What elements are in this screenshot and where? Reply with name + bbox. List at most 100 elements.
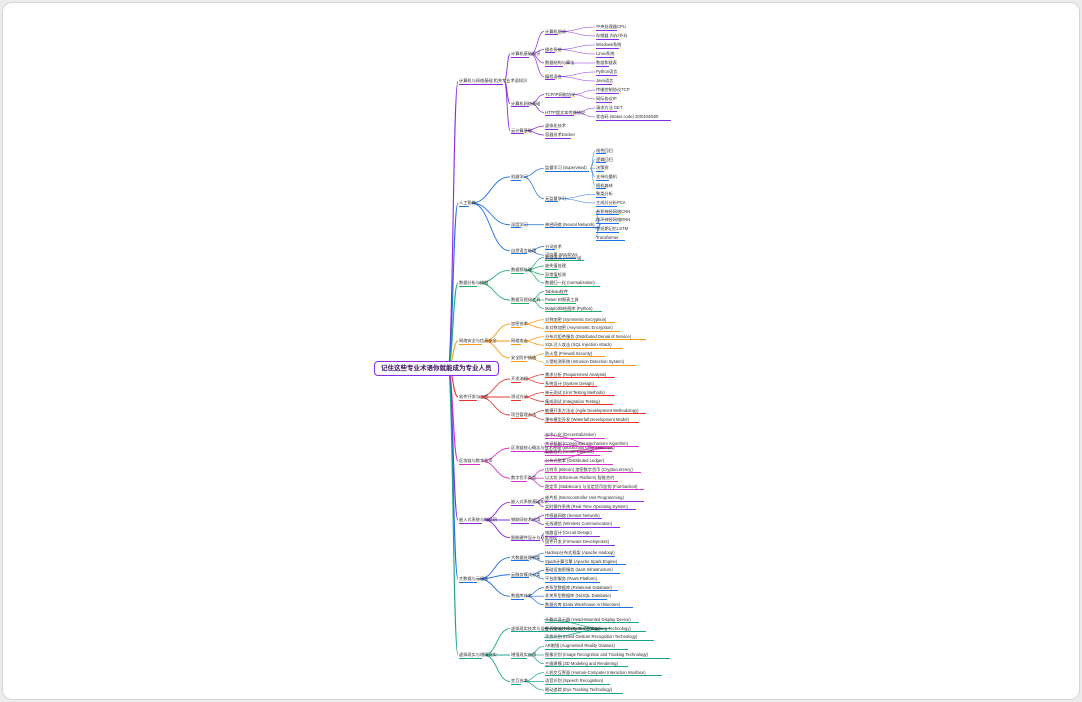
leaf-node[interactable]: 系统设计 (System Design) (545, 380, 594, 386)
leaf-node[interactable]: 缺失值处理 (545, 263, 566, 268)
leaf-node[interactable]: 以太坊 (Ethereum Platform) 智能合约 (545, 475, 615, 481)
leaf-node[interactable]: 逻辑回归 (596, 156, 613, 162)
subtopic-node[interactable]: 云服务模式分类 (511, 571, 541, 577)
leaf-node[interactable]: 虚拟化技术 (545, 123, 566, 128)
branch-topic[interactable]: 数据分析与挖掘 (459, 280, 489, 285)
leaf-node[interactable]: 线性回归 (596, 147, 613, 153)
leaf-node[interactable]: 固件开发 (Firmware Development) (545, 539, 609, 544)
leaf-node[interactable]: 状态码 (status code) 200/404/500 (596, 114, 659, 119)
leaf-node[interactable]: 需求分析 (Requirement Analysis) (545, 371, 607, 377)
subtopic-node[interactable]: 智能硬件设计与开发流程 (511, 534, 558, 540)
leaf-node[interactable]: 数据清洗 (cleaning) (545, 254, 582, 260)
leaf-node[interactable]: 存储器 内存/外存 (596, 33, 628, 38)
branch-topic[interactable]: 软件开发与工程 (459, 394, 489, 399)
leaf-node[interactable]: 头戴式显示器 (Head-Mounted Display Device) (545, 616, 631, 622)
leaf-node[interactable]: 比特币 (Bitcoin) 加密数字货币 (Cryptocurrency) (545, 466, 633, 472)
leaf-node[interactable]: 平台即服务 (PaaS Platform) (545, 576, 597, 581)
branch-topic[interactable]: 区块链与数字货币 (459, 458, 493, 463)
root-topic[interactable]: 记住这些专业术语你就能成为专业人员 (374, 361, 499, 376)
subtopic-node[interactable]: 无监督学习 (545, 195, 566, 201)
subtopic-node[interactable]: 网络攻击 (511, 338, 528, 343)
leaf-node[interactable]: 对称加密 (Symmetric Encryption) (545, 316, 607, 322)
leaf-node[interactable]: 主成分分析PCA (596, 200, 626, 205)
leaf-node[interactable]: Python语言 (596, 69, 618, 74)
subtopic-node[interactable]: 大数据处理框架 (511, 554, 541, 560)
leaf-node[interactable]: 共识机制 (Consensus Mechanism Algorithm) (545, 440, 628, 446)
subtopic-node[interactable]: 机器学习 (511, 173, 528, 179)
leaf-node[interactable]: 数据仓库 (Data Warehouse Architecture) (545, 601, 621, 607)
leaf-node[interactable]: 敏捷开发方法论 (Agile Development Methodology) (545, 407, 639, 413)
leaf-node[interactable]: 随机森林 (596, 182, 613, 188)
leaf-node[interactable]: 单元测试 (Unit Testing Methods) (545, 389, 605, 395)
leaf-node[interactable]: Linux系统 (596, 51, 615, 56)
leaf-node[interactable]: 图像识别 (Image Recognition and Tracking Tec… (545, 652, 649, 657)
branch-topic[interactable]: 虚拟现实与增强现实 (459, 652, 497, 657)
subtopic-node[interactable]: 交互技术 (511, 678, 528, 684)
leaf-node[interactable]: 三维建模 (3D Modeling and Rendering) (545, 660, 618, 666)
subtopic-node[interactable]: 计算机组成 (545, 28, 566, 34)
leaf-node[interactable]: 入侵检测系统 (Intrusion Detection System) (545, 359, 625, 365)
leaf-node[interactable]: SQL注入攻击 (SQL Injection Attack) (545, 342, 612, 348)
leaf-node[interactable]: 非关系型数据库 (NoSQL Database) (545, 593, 611, 599)
subtopic-node[interactable]: TCP/IP网络协议 (545, 91, 576, 97)
leaf-node[interactable]: 传输控制协议TCP (596, 87, 630, 92)
branch-topic[interactable]: 人工智能 (459, 200, 476, 205)
subtopic-node[interactable]: 安全防护措施 (511, 355, 537, 360)
leaf-node[interactable]: 中央处理器CPU (596, 24, 626, 29)
leaf-node[interactable]: Tableau软件 (545, 288, 569, 294)
leaf-node[interactable]: 分词技术 (545, 243, 562, 249)
leaf-node[interactable]: Java语言 (596, 78, 614, 83)
leaf-node[interactable]: Power BI报表工具 (545, 297, 579, 302)
leaf-node[interactable]: 聚类分析 (596, 191, 613, 197)
leaf-node[interactable]: Transformer (596, 234, 619, 240)
subtopic-node[interactable]: 云计算基础 (511, 127, 532, 133)
subtopic-node[interactable]: 区块链核心概念与技术原理 (Blockchain Core Concepts) (511, 445, 615, 451)
subtopic-node[interactable]: 嵌入式系统基础知识 (511, 499, 549, 505)
leaf-node[interactable]: 空间定位技术 (Spatial Positioning Technology) (545, 625, 631, 631)
branch-topic[interactable]: 大数据与云服务 (459, 576, 489, 581)
subtopic-node[interactable]: 物联网技术应用 (511, 517, 541, 522)
leaf-node[interactable]: 卷积神经网络CNN (596, 208, 631, 214)
subtopic-node[interactable]: 自然语言处理 (511, 247, 537, 253)
leaf-node[interactable]: 决策树 (596, 165, 609, 171)
leaf-node[interactable]: 网际协议IP (596, 96, 617, 101)
leaf-node[interactable]: 异常值检测 (545, 271, 566, 277)
subtopic-node[interactable]: 虚拟现实技术与设备 (Virtual Reality Technology) (511, 625, 601, 631)
subtopic-node[interactable]: 数据结构与算法 (545, 60, 575, 65)
leaf-node[interactable]: 眼动追踪 (Eye Tracking Technology) (545, 687, 613, 693)
leaf-node[interactable]: 容器技术Docker (545, 132, 576, 137)
leaf-node[interactable]: 循环神经网络RNN (596, 217, 631, 223)
subtopic-node[interactable]: 监督学习 (Supervised) (545, 165, 587, 171)
leaf-node[interactable]: Windows系统 (596, 42, 622, 47)
leaf-node[interactable]: 人机交互界面 (Human-Computer Interaction Inter… (545, 669, 646, 675)
leaf-node[interactable]: 瀑布模型开发 (Waterfall Development Model) (545, 416, 629, 422)
leaf-node[interactable]: 传感器网络 (Sensor Network) (545, 512, 600, 518)
leaf-node[interactable]: 基础设施即服务 (IaaS Infrastructure) (545, 567, 613, 573)
subtopic-node[interactable]: HTTP超文本传输协议 (545, 109, 586, 115)
leaf-node[interactable]: Hadoop分布式框架 (Apache Hadoop) (545, 550, 615, 556)
leaf-node[interactable]: 单片机 (Microcontroller Unit Programming) (545, 495, 624, 500)
branch-topic[interactable]: 网络安全与信息安全 (459, 338, 497, 343)
subtopic-node[interactable]: 数据库技术 (511, 593, 532, 599)
subtopic-node[interactable]: 计算机网络基础 (511, 100, 541, 106)
subtopic-node[interactable]: 数据可视化工具 (511, 297, 541, 302)
subtopic-node[interactable]: 增强现实应用 (511, 652, 537, 657)
leaf-node[interactable]: 电路设计 (Circuit Design) (545, 530, 592, 536)
subtopic-node[interactable]: 操作系统 (545, 46, 562, 52)
leaf-node[interactable]: 语音识别 (Speech Recognition) (545, 678, 604, 684)
leaf-node[interactable]: 手势识别 (Hand Gesture Recognition Technolog… (545, 634, 638, 640)
leaf-node[interactable]: 长短期记忆LSTM (596, 226, 629, 232)
leaf-node[interactable]: 数组和链表 (596, 60, 617, 65)
subtopic-node[interactable]: 数字货币类型 (511, 475, 537, 481)
leaf-node[interactable]: Spark计算引擎 (Apache Spark Engine) (545, 558, 618, 564)
leaf-node[interactable]: 稳定币 (Stablecoin) 与法定货币挂钩 (Fiat-backed) (545, 483, 638, 489)
leaf-node[interactable]: 智能合约 (Smart Contract) (545, 449, 594, 455)
leaf-node[interactable]: 无线通信 (Wireless Communication) (545, 521, 613, 527)
subtopic-node[interactable]: 神经网络 (Neural Network) (545, 221, 595, 227)
leaf-node[interactable]: 实时操作系统 (Real-Time Operating System) (545, 503, 628, 509)
leaf-node[interactable]: 请求方法 GET (596, 105, 623, 110)
leaf-node[interactable]: 集成测试 (Integration Testing) (545, 398, 600, 404)
leaf-node[interactable]: 数据归一化 (normalization) (545, 280, 595, 285)
subtopic-node[interactable]: 数据预处理 (511, 267, 532, 273)
leaf-node[interactable]: 分布式账本 (Distributed Ledger) (545, 458, 605, 463)
